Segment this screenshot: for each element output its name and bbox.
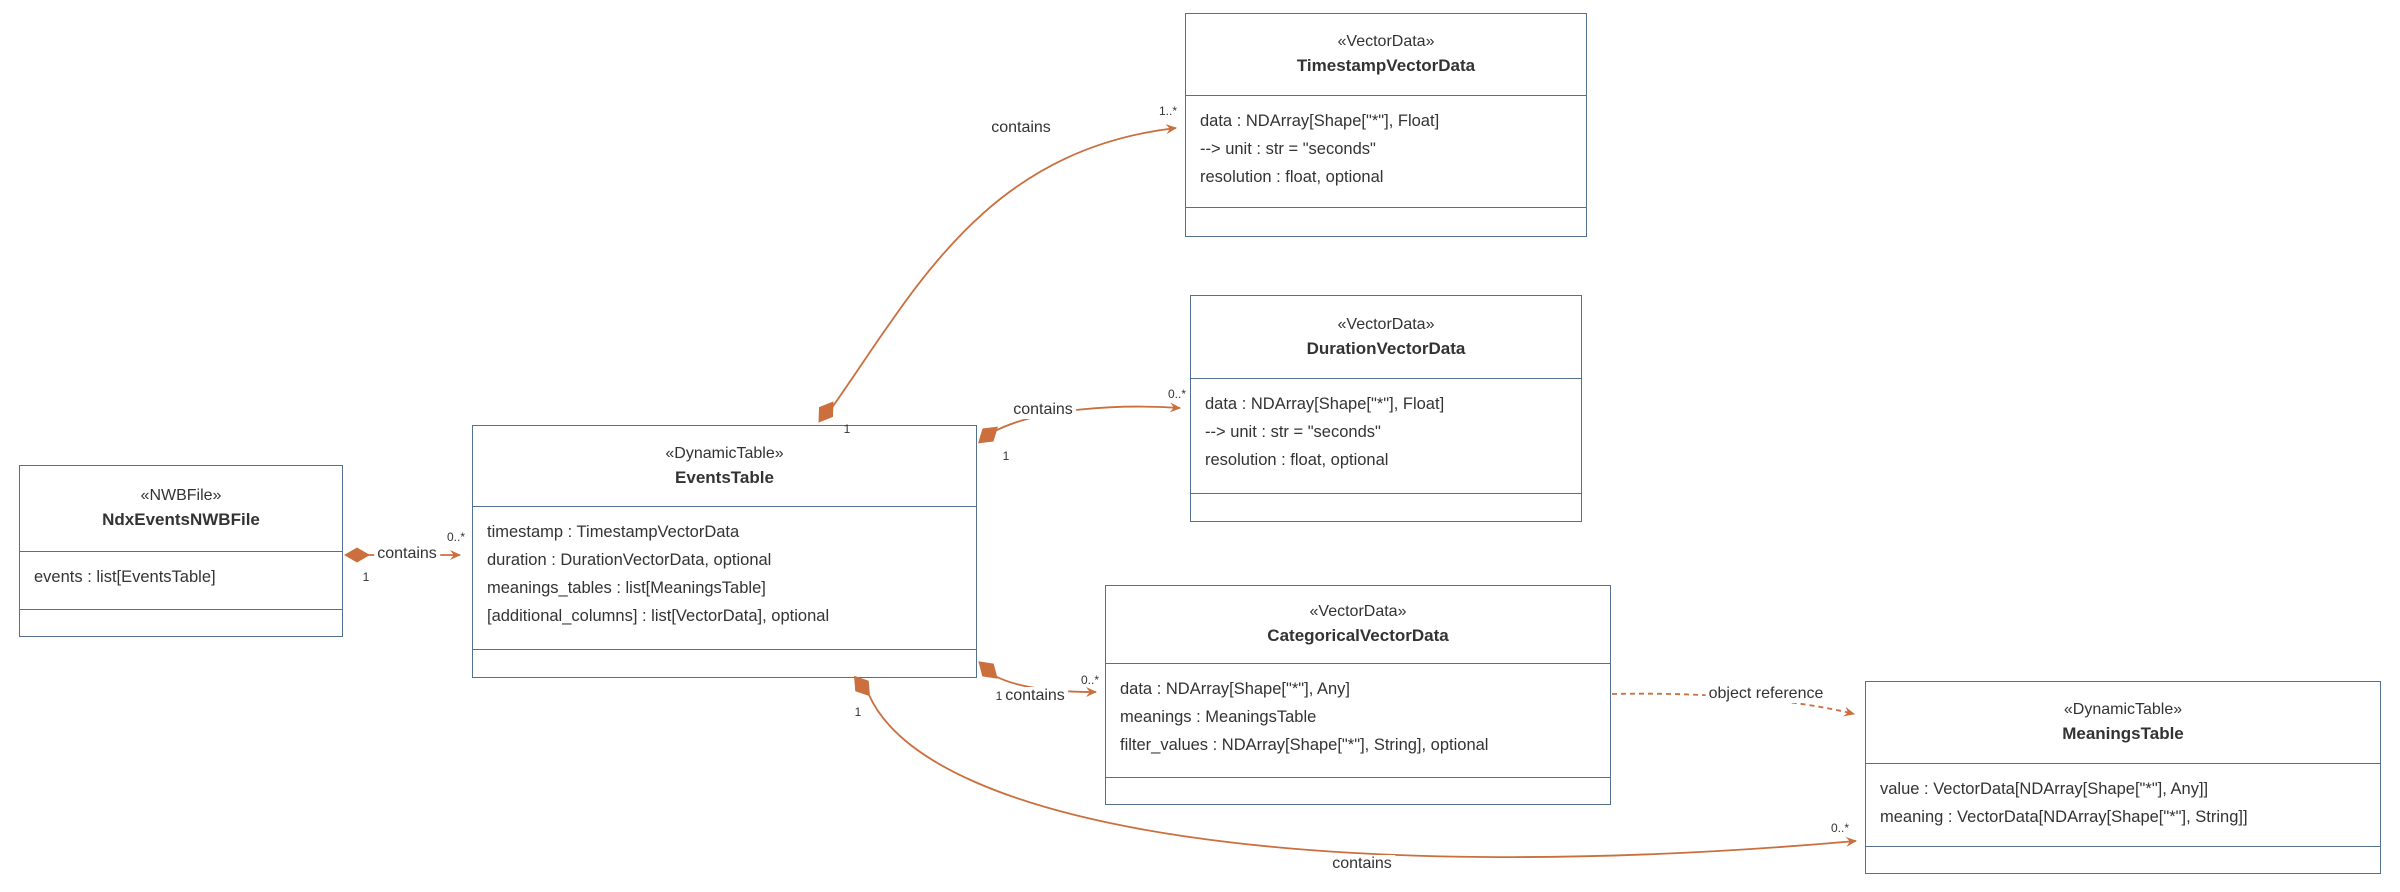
class-methods-empty [1191,493,1581,521]
class-name: EventsTable [675,467,774,487]
class-methods-empty [1866,846,2380,873]
class-duration-vector-data: «VectorData» DurationVectorData data : N… [1190,295,1582,522]
attribute: --> unit : str = "seconds" [1200,140,1376,158]
attribute: data : NDArray[Shape["*"], Float] [1205,395,1445,413]
composition-diamond-icon [978,426,998,444]
attribute: resolution : float, optional [1200,168,1384,186]
multiplicity-source: 1 [854,705,862,719]
attribute: filter_values : NDArray[Shape["*"], Stri… [1120,736,1489,754]
class-events-table: «DynamicTable» EventsTable timestamp : T… [472,425,977,678]
class-attributes: value : VectorData[NDArray[Shape["*"], A… [1866,764,2380,846]
attribute: meaning : VectorData[NDArray[Shape["*"],… [1880,808,2248,826]
class-methods-empty [1186,207,1586,236]
attribute: --> unit : str = "seconds" [1205,423,1381,441]
edge-label-object-reference: object reference [1705,685,1827,703]
class-name: MeaningsTable [2062,724,2184,743]
class-attributes: data : NDArray[Shape["*"], Float] --> un… [1191,379,1581,493]
edge-label-contains: contains [1002,687,1068,705]
multiplicity-target: 0..* [446,530,466,544]
class-timestamp-vector-data: «VectorData» TimestampVectorData data : … [1185,13,1587,237]
class-stereotype: «NWBFile» [140,487,222,504]
edge-label-contains: contains [988,119,1054,137]
attribute: timestamp : TimestampVectorData [487,523,740,541]
class-attributes: timestamp : TimestampVectorData duration… [473,507,976,649]
class-meanings-table: «DynamicTable» MeaningsTable value : Vec… [1865,681,2381,874]
attribute: duration : DurationVectorData, optional [487,551,772,569]
composition-diamond-icon [818,401,834,423]
class-header: «VectorData» DurationVectorData [1191,296,1581,379]
class-header: «NWBFile» NdxEventsNWBFile [20,466,342,552]
class-methods-empty [20,609,342,636]
class-stereotype: «DynamicTable» [665,444,784,462]
attribute: data : NDArray[Shape["*"], Float] [1200,112,1440,130]
class-methods-empty [1106,777,1610,804]
class-name: TimestampVectorData [1296,56,1476,75]
composition-diamond-icon [853,675,871,697]
class-attributes: events : list[EventsTable] [20,552,342,609]
multiplicity-source: 1 [362,570,370,584]
composition-diamond-icon [344,547,370,563]
class-header: «VectorData» TimestampVectorData [1186,14,1586,96]
multiplicity-target: 1..* [1158,104,1178,118]
class-name: CategoricalVectorData [1267,626,1449,645]
class-categorical-vector-data: «VectorData» CategoricalVectorData data … [1105,585,1611,805]
edge-eventstable-contains-timestampvectordata [830,124,1177,410]
class-name: DurationVectorData [1306,338,1466,358]
edge-label-contains: contains [374,545,440,563]
class-stereotype: «DynamicTable» [2063,701,2183,718]
class-methods-empty [473,649,976,677]
multiplicity-source: 1 [1002,449,1010,463]
class-header: «VectorData» CategoricalVectorData [1106,586,1610,664]
multiplicity-target: 0..* [1080,673,1100,687]
multiplicity-target: 0..* [1830,821,1850,835]
attribute: resolution : float, optional [1205,451,1389,469]
attribute: value : VectorData[NDArray[Shape["*"], A… [1880,780,2209,798]
attribute: events : list[EventsTable] [34,568,216,586]
class-header: «DynamicTable» MeaningsTable [1866,682,2380,764]
edge-label-contains: contains [1329,855,1395,873]
multiplicity-target: 0..* [1167,387,1187,401]
attribute: [additional_columns] : list[VectorData],… [487,607,830,625]
class-stereotype: «VectorData» [1337,315,1435,333]
class-attributes: data : NDArray[Shape["*"], Float] --> un… [1186,96,1586,207]
attribute: meanings_tables : list[MeaningsTable] [487,579,766,597]
multiplicity-source: 1 [995,689,1003,703]
class-header: «DynamicTable» EventsTable [473,426,976,507]
class-stereotype: «VectorData» [1337,33,1435,50]
class-name: NdxEventsNWBFile [102,510,260,529]
class-stereotype: «VectorData» [1309,603,1407,620]
class-ndx-events-nwb-file: «NWBFile» NdxEventsNWBFile events : list… [19,465,343,637]
multiplicity-source: 1 [843,422,851,436]
composition-diamond-icon [978,661,998,679]
edge-label-contains: contains [1010,401,1076,419]
class-attributes: data : NDArray[Shape["*"], Any] meanings… [1106,664,1610,777]
attribute: data : NDArray[Shape["*"], Any] [1120,680,1350,698]
attribute: meanings : MeaningsTable [1120,708,1317,726]
